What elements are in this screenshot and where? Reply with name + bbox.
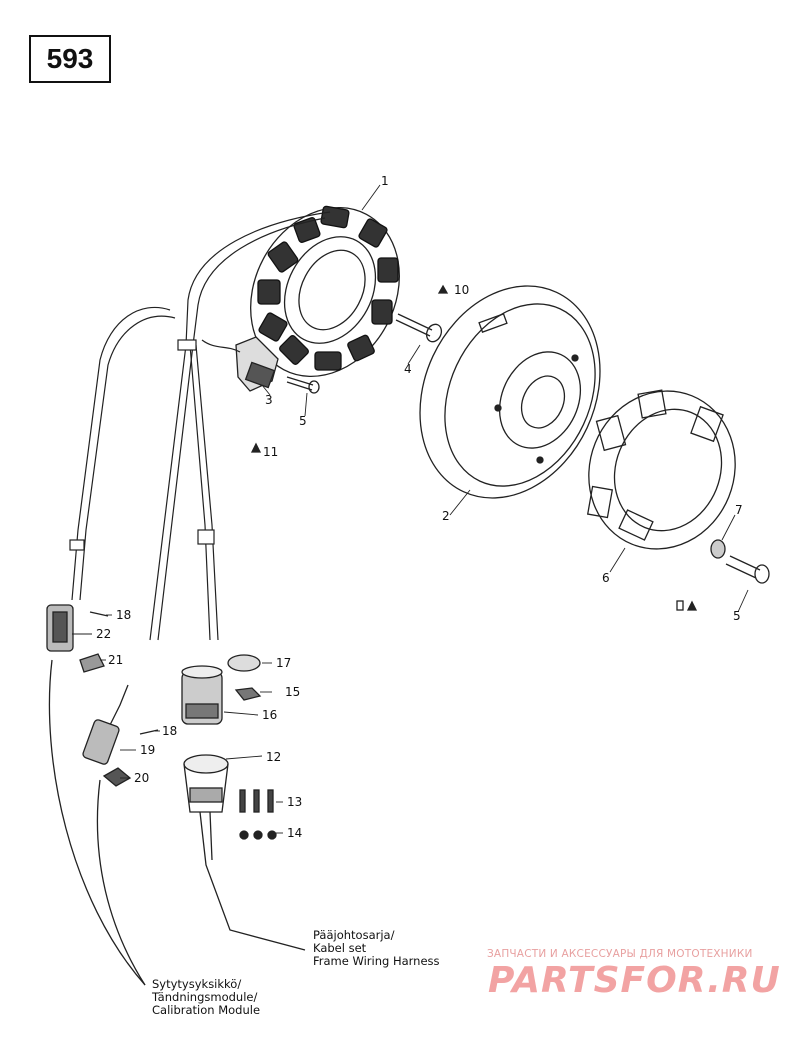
connector-19 [82,684,129,765]
callout-4: 4 [404,362,412,376]
seal-17 [227,654,261,672]
terminal-15 [234,687,262,701]
callout-leaders [72,184,749,834]
pin-18a [89,611,109,617]
pins-13 [239,789,274,813]
watermark-logo: PARTSFOR.RU [488,960,781,1001]
callout-6: 6 [602,571,610,585]
connector-housing-16 [181,665,223,725]
callout-18-top: 18 [116,608,131,622]
connector-housing-12 [183,754,306,951]
trigger-ring [586,389,736,550]
loctite-drop-11 [250,442,262,453]
callout-19: 19 [140,743,155,757]
frame-harness-line-1: Pääjohtosarja/ [313,928,395,942]
callout-10: 10 [454,283,469,297]
callout-5-right: 5 [733,609,741,623]
callout-21: 21 [108,653,123,667]
calibration-module-note: Sytytysyksikkö/ Tändningsmodule/ Calibra… [152,978,260,1017]
callout-1: 1 [381,174,389,188]
callout-17: 17 [276,656,291,670]
callout-12: 12 [266,750,281,764]
frame-harness-line-2: Kabel set [313,941,367,955]
clip-21 [79,653,105,673]
washer-7 [710,539,726,559]
screw-5 [286,376,320,394]
callout-5: 5 [299,414,307,428]
flywheel [419,285,601,499]
callout-15: 15 [285,685,300,699]
calibration-line-3: Calibration Module [152,1003,261,1017]
wiring-harness [69,211,331,641]
connector-22 [46,604,74,652]
callout-22: 22 [96,627,111,641]
callout-13: 13 [287,795,302,809]
page-number-box: 593 [29,35,111,83]
flywheel-bolt-5 [725,555,770,584]
loctite-symbol [676,600,684,611]
loctite-drop-5 [686,600,698,611]
sensor-bracket-3 [235,336,279,392]
bolt-4 [395,313,443,343]
frame-harness-line-3: Frame Wiring Harness [313,954,440,968]
plugs-14 [239,830,277,840]
page-number: 593 [46,43,94,74]
watermark-tagline: ЗАПЧАСТИ И АКСЕССУАРЫ ДЛЯ МОТОТЕХНИКИ [487,948,753,960]
calibration-line-2: Tändningsmodule/ [152,990,258,1004]
clip-20 [102,767,132,787]
callout-20: 20 [134,771,149,785]
loctite-drop-10 [437,284,449,294]
calibration-leader-1 [48,659,146,986]
stator-assembly [250,205,400,378]
callout-3: 3 [265,393,273,407]
callout-7: 7 [735,503,743,517]
callout-14: 14 [287,826,302,840]
callout-16: 16 [262,708,277,722]
frame-harness-note: Pääjohtosarja/ Kabel set Frame Wiring Ha… [313,929,440,968]
callout-labels: 1 2 3 4 5 5 6 7 10 11 12 13 14 15 16 17 … [96,174,743,840]
calibration-line-1: Sytytysyksikkö/ [152,977,242,991]
callout-11: 11 [263,445,278,459]
calibration-leader-2 [96,779,146,986]
callout-2: 2 [442,509,450,523]
callout-18-bottom: 18 [162,724,177,738]
